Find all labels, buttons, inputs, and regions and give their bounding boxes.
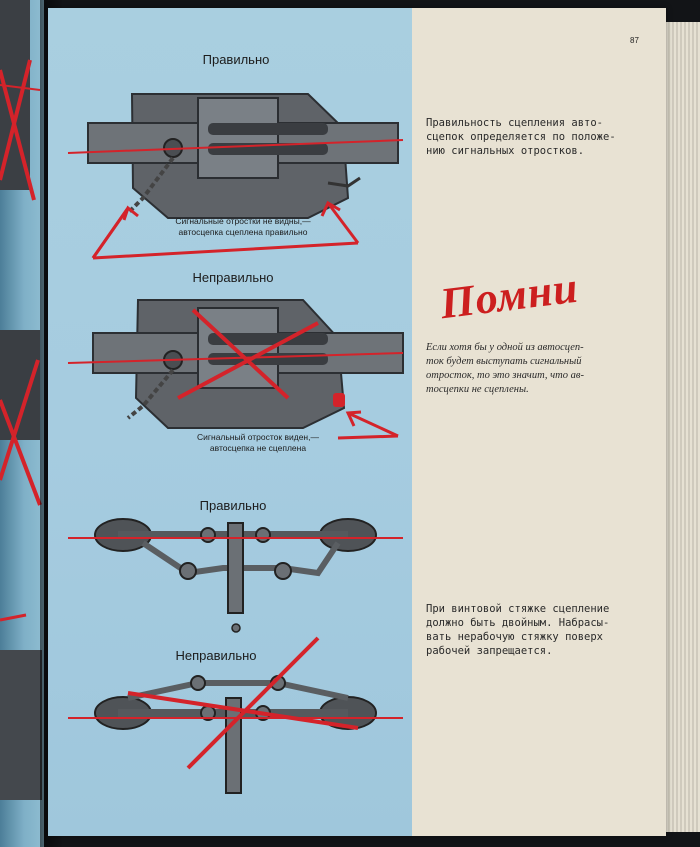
screw-text-line: должно быть двойным. Набрасы-	[426, 617, 610, 629]
diagram-2-coupler-incorrect	[67, 299, 404, 440]
reminder-text-line: отросток, то это значит, что ав-	[426, 370, 584, 381]
page-number: 87	[630, 36, 639, 45]
diagram-1-coupler-correct	[67, 93, 404, 260]
screw-text-line: рабочей запрещается.	[426, 645, 553, 657]
screw-coupling-text: При винтовой стяжке сцепление должно быт…	[426, 602, 641, 658]
diagram-2-caption: Неправильно	[192, 270, 274, 285]
reminder-text-line: тосцепки не сцеплены.	[426, 384, 529, 395]
diagram-3-screw-coupling-correct	[68, 518, 403, 633]
coupling-text-line: Правильность сцепления авто-	[426, 117, 604, 129]
diagram-4-screw-coupling-incorrect	[68, 636, 403, 794]
diagram-1-caption: Правильно	[202, 52, 270, 67]
reminder-title: Помни	[437, 262, 582, 329]
diagram-4-caption: Неправильно	[175, 648, 257, 663]
screw-text-line: вать нерабочую стяжку поверх	[426, 631, 604, 643]
reminder-text-line: ток будет выступать сигнальный	[426, 356, 582, 367]
diagram-1-note: Сигнальные отростки не видны,— автосцепк…	[143, 216, 343, 238]
coupling-text-line: сцепок определяется по положе-	[426, 131, 616, 143]
diagram-1-note-line1: Сигнальные отростки не видны,—	[175, 216, 311, 226]
reminder-text-line: Если хотя бы у одной из автосцеп-	[426, 342, 584, 353]
diagram-3-caption: Правильно	[199, 498, 267, 513]
diagram-2-note-line2: автосцепка не сцеплена	[209, 443, 307, 453]
reminder-text: Если хотя бы у одной из автосцеп- ток бу…	[426, 341, 636, 397]
diagram-2-note: Сигнальный отросток виден,— автосцепка н…	[158, 432, 358, 454]
previous-page-edge	[0, 0, 44, 847]
diagram-2-note-line1: Сигнальный отросток виден,—	[197, 432, 319, 442]
book-page: Правильно Сигнальные отростки не видны,—…	[48, 8, 666, 836]
illustration-panel: Правильно Сигнальные отростки не видны,—…	[48, 8, 412, 836]
book-page-edges	[660, 22, 700, 832]
diagram-1-note-line2: автосцепка сцеплена правильно	[178, 227, 308, 237]
coupling-text-line: нию сигнальных отростков.	[426, 145, 585, 157]
coupling-text: Правильность сцепления авто- сцепок опре…	[426, 116, 626, 158]
previous-page-illustration	[0, 0, 42, 800]
screw-text-line: При винтовой стяжке сцепление	[426, 603, 610, 615]
